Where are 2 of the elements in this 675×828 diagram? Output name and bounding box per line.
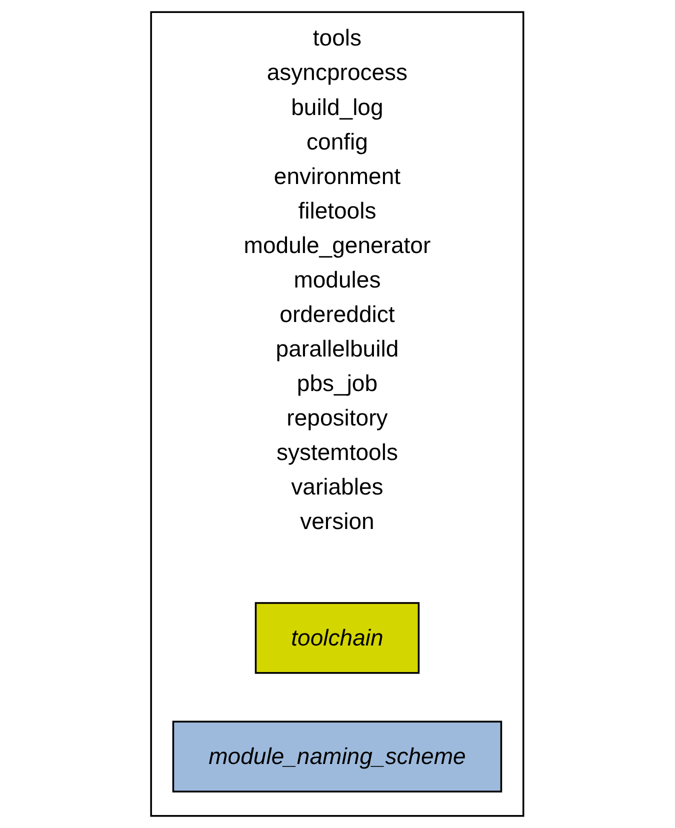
node-box: module_naming_scheme [172, 720, 502, 792]
node-box: toolchain [255, 602, 420, 674]
